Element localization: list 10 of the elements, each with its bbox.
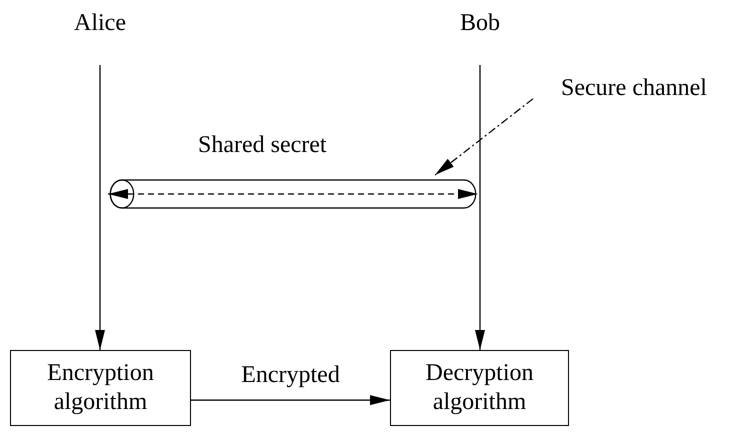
arrow <box>191 395 390 406</box>
name-label: Bob <box>460 8 500 38</box>
arrow <box>475 65 485 350</box>
arrow <box>95 65 105 350</box>
leader-line <box>434 98 534 176</box>
callout-label: Secure channel <box>561 74 707 102</box>
pipe-drawing <box>108 179 478 209</box>
process-box: Encryption algorithm <box>10 350 191 426</box>
process-box: Decryption algorithm <box>390 350 569 426</box>
name-label: Alice <box>74 8 126 38</box>
